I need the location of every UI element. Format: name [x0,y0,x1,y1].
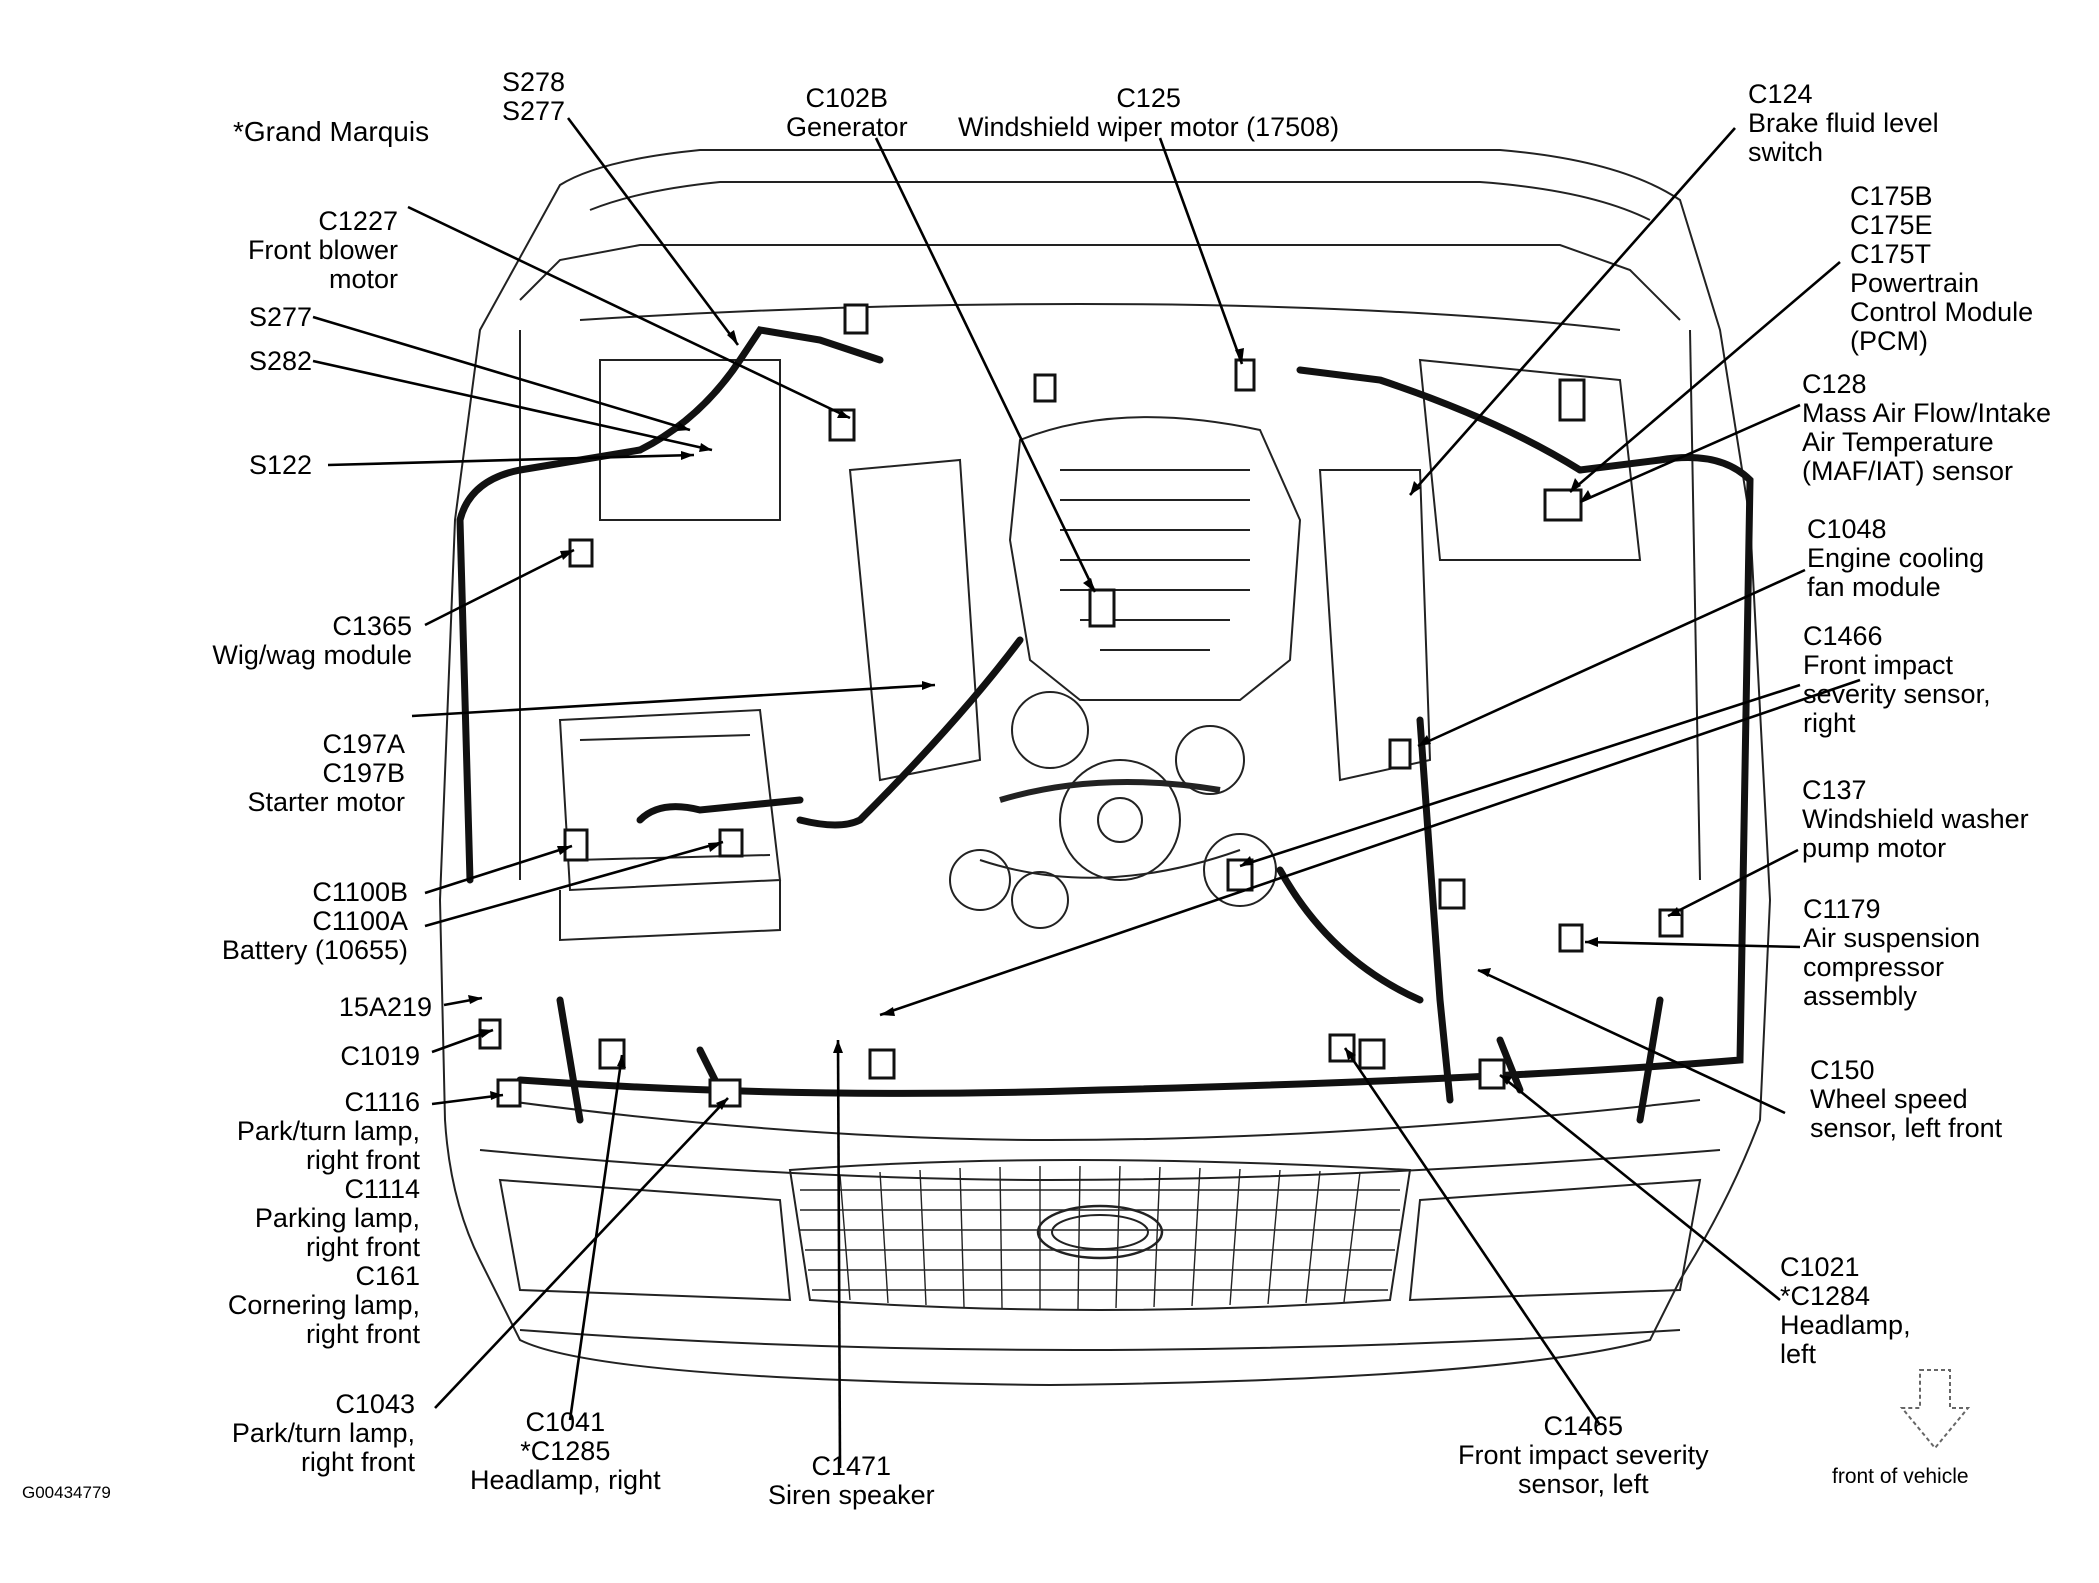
grand-marquis-note: *Grand Marquis [233,116,430,147]
label-c1019: C1019 [340,1041,420,1071]
label-15a219: 15A219 [338,992,432,1022]
front-arrow-icon [1899,1369,1971,1450]
label-s277: S277 [248,302,312,332]
front-of-vehicle-label: front of vehicle [1832,1465,1969,1488]
figure-id: G00434779 [22,1483,111,1502]
label-c1021: C1021*C1284 Headlamp,left [1780,1252,1911,1369]
label-s282: S282 [248,346,312,376]
label-s122: S122 [248,450,312,480]
